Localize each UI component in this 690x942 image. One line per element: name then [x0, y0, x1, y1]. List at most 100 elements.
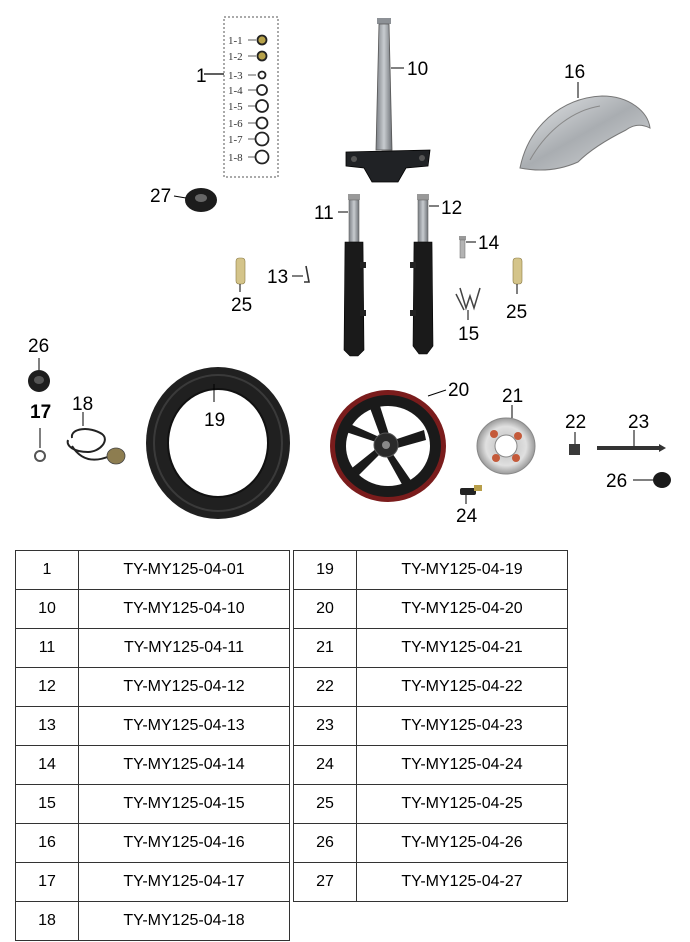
- part-code-cell: TY-MY125-04-20: [356, 589, 568, 629]
- callout-25-right: 25: [506, 302, 527, 323]
- steering-stem: 10: [345, 18, 431, 183]
- callout-14: 14: [478, 233, 500, 254]
- callout-15: 15: [458, 324, 479, 345]
- fork-leg-right: 12: [410, 194, 462, 355]
- bearing-washer-icon: [255, 99, 269, 113]
- callout-24: 24: [456, 506, 478, 527]
- bearing-washer-icon: [257, 70, 267, 80]
- bearing-washer-icon: [255, 116, 269, 130]
- nut-26-right: 26: [606, 471, 671, 492]
- callout-23: 23: [628, 412, 649, 433]
- cap-26-left: 26: [28, 336, 50, 392]
- callout-16: 16: [564, 62, 585, 83]
- bearing-subparts: 1-11-21-31-41-51-61-71-8: [228, 34, 270, 165]
- part-code-cell: TY-MY125-04-16: [78, 823, 290, 863]
- part-number-cell: 15: [15, 784, 79, 824]
- valve-24: 24: [456, 485, 482, 527]
- clip-13: 13: [267, 265, 310, 288]
- part-number-cell: 18: [15, 901, 79, 941]
- bearing-washer-icon: [256, 34, 268, 46]
- subpart-label: 1-4: [228, 85, 243, 97]
- part-number-cell: 24: [293, 745, 357, 785]
- pin-25-right: 25: [506, 257, 527, 323]
- callout-22: 22: [565, 412, 586, 433]
- callout-18: 18: [72, 394, 93, 415]
- bearing-washer-icon: [254, 149, 270, 165]
- callout-26-right: 26: [606, 471, 627, 492]
- part-number-cell: 16: [15, 823, 79, 863]
- part-number-cell: 17: [15, 862, 79, 902]
- callout-1: 1: [196, 66, 207, 87]
- subpart-label: 1-2: [228, 51, 243, 63]
- fork-leg-left: 11: [314, 194, 366, 357]
- wheel-rim-20: 20: [330, 380, 469, 502]
- callout-19: 19: [204, 410, 225, 431]
- part-code-cell: TY-MY125-04-25: [356, 784, 568, 824]
- part-code-cell: TY-MY125-04-15: [78, 784, 290, 824]
- part-number-cell: 20: [293, 589, 357, 629]
- part-code-cell: TY-MY125-04-19: [356, 550, 568, 590]
- part-code-cell: TY-MY125-04-12: [78, 667, 290, 707]
- part-code-cell: TY-MY125-04-13: [78, 706, 290, 746]
- bearing-washer-icon: [256, 50, 268, 62]
- seal-27: 27: [150, 186, 217, 212]
- callout-26-left: 26: [28, 336, 49, 357]
- part-code-cell: TY-MY125-04-10: [78, 589, 290, 629]
- part-code-cell: TY-MY125-04-14: [78, 745, 290, 785]
- part-number-cell: 11: [15, 628, 79, 668]
- callout-21: 21: [502, 386, 523, 407]
- part-number-cell: 19: [293, 550, 357, 590]
- part-code-cell: TY-MY125-04-01: [78, 550, 290, 590]
- subpart-label: 1-7: [228, 134, 243, 146]
- callout-17: 17: [30, 402, 51, 423]
- part-number-cell: 22: [293, 667, 357, 707]
- bearing-kit-group: 1 1-11-21-31-41-51-61-71-8: [196, 16, 279, 178]
- part-code-cell: TY-MY125-04-22: [356, 667, 568, 707]
- part-number-cell: 23: [293, 706, 357, 746]
- spacer-22: 22: [565, 412, 586, 455]
- part-code-cell: TY-MY125-04-27: [356, 862, 568, 902]
- callout-11: 11: [314, 203, 334, 224]
- part-number-cell: 13: [15, 706, 79, 746]
- brake-disc-21: 21: [476, 386, 536, 475]
- front-fender: 16: [519, 62, 651, 171]
- spring-clip-15: 15: [455, 287, 481, 345]
- callout-13: 13: [267, 267, 288, 288]
- part-number-cell: 26: [293, 823, 357, 863]
- part-number-cell: 14: [15, 745, 79, 785]
- part-code-cell: TY-MY125-04-17: [78, 862, 290, 902]
- bearing-washer-icon: [256, 84, 268, 96]
- subpart-label: 1-3: [228, 70, 243, 82]
- callout-25-left: 25: [231, 295, 252, 316]
- subpart-label: 1-6: [228, 118, 243, 130]
- callout-27: 27: [150, 186, 171, 207]
- exploded-parts-diagram: 1 1-11-21-31-41-51-61-71-8 10 16 27 11: [28, 16, 671, 527]
- tire-19: 19: [146, 367, 290, 519]
- washer-17: 17: [30, 402, 51, 462]
- part-number-cell: 27: [293, 862, 357, 902]
- speed-sensor-18: 18: [66, 394, 126, 465]
- bearing-washer-icon: [254, 131, 270, 147]
- bolt-14: 14: [459, 233, 500, 259]
- pin-25-left: 25: [231, 257, 252, 316]
- part-code-cell: TY-MY125-04-11: [78, 628, 290, 668]
- part-code-cell: TY-MY125-04-23: [356, 706, 568, 746]
